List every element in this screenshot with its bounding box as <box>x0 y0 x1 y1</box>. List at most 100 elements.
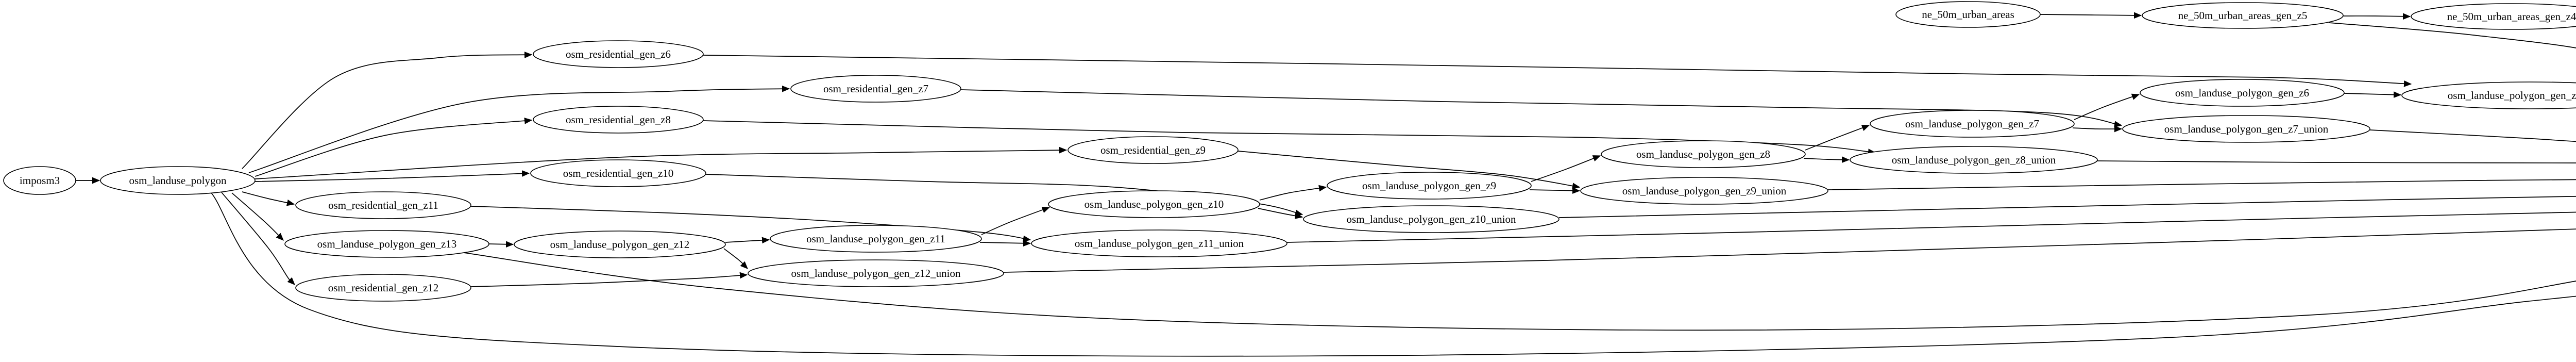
node-label-osm_landuse_polygon: osm_landuse_polygon <box>129 174 227 187</box>
node-shape-osm_residential_gen_z10 <box>530 159 706 187</box>
edge-osm_landuse_polygon_gen_z13-to-layer_landuse.z13 <box>463 252 2576 331</box>
node-imposm3: imposm3 <box>3 166 76 195</box>
node-osm_landuse_polygon_gen_z12: osm_landuse_polygon_gen_z12 <box>514 231 726 258</box>
node-label-osm_landuse_polygon_gen_z12: osm_landuse_polygon_gen_z12 <box>550 238 690 251</box>
node-shape-imposm3 <box>3 166 76 195</box>
node-label-osm_residential_gen_z9: osm_residential_gen_z9 <box>1100 144 1206 156</box>
node-osm_residential_gen_z9: osm_residential_gen_z9 <box>1067 136 1239 164</box>
node-label-osm_residential_gen_z6: osm_residential_gen_z6 <box>566 48 671 60</box>
edge-ne_50m_urban_areas_gen_z5-to-layer_landuse.z5 <box>2328 22 2576 48</box>
node-label-osm_landuse_polygon_gen_z6_union: osm_landuse_polygon_gen_z6_union <box>2448 89 2576 102</box>
edge-osm_landuse_polygon_gen_z12-to-osm_landuse_polygon_gen_z12_union <box>723 248 748 269</box>
node-osm_landuse_polygon_gen_z10: osm_landuse_polygon_gen_z10 <box>1048 190 1260 218</box>
node-label-osm_landuse_polygon_gen_z10_union: osm_landuse_polygon_gen_z10_union <box>1347 213 1516 225</box>
node-label-osm_residential_gen_z10: osm_residential_gen_z10 <box>563 167 674 179</box>
node-label-osm_residential_gen_z11: osm_residential_gen_z11 <box>328 199 438 211</box>
edge-osm_landuse_polygon-to-osm_landuse_polygon_gen_z13 <box>231 192 284 241</box>
edge-osm_landuse_polygon_gen_z7_union-to-layer_landuse.z7 <box>2369 129 2576 142</box>
node-shape-ne_50m_urban_areas_gen_z4 <box>2411 3 2576 30</box>
edge-osm_landuse_polygon-to-osm_residential_gen_z12 <box>221 192 295 285</box>
edge-osm_landuse_polygon_gen_z7-to-osm_landuse_polygon_gen_z7_union <box>2072 125 2123 133</box>
edge-osm_landuse_polygon_gen_z11-to-osm_landuse_polygon_gen_z10 <box>981 206 1050 235</box>
node-osm_landuse_polygon_gen_z6: osm_landuse_polygon_gen_z6 <box>2140 79 2345 107</box>
node-label-osm_landuse_polygon_gen_z10: osm_landuse_polygon_gen_z10 <box>1084 198 1224 210</box>
edge-osm_landuse_polygon_gen_z11-to-osm_landuse_polygon_gen_z11_union <box>979 240 1031 247</box>
node-shape-osm_residential_gen_z9 <box>1067 136 1239 164</box>
node-label-osm_landuse_polygon_gen_z9: osm_landuse_polygon_gen_z9 <box>1362 179 1496 192</box>
node-osm_residential_gen_z8: osm_residential_gen_z8 <box>533 106 704 134</box>
node-shape-osm_landuse_polygon <box>100 166 256 195</box>
node-osm_landuse_polygon_gen_z8_union: osm_landuse_polygon_gen_z8_union <box>1850 146 2098 174</box>
edge-osm_landuse_polygon-to-osm_residential_gen_z7 <box>248 85 790 173</box>
edge-osm_landuse_polygon_gen_z7-to-osm_landuse_polygon_gen_z6 <box>2074 93 2140 120</box>
edge-osm_landuse_polygon_gen_z9-to-osm_landuse_polygon_gen_z9_union <box>1529 187 1581 194</box>
node-shape-osm_residential_gen_z8 <box>533 106 704 134</box>
node-label-imposm3: imposm3 <box>20 174 60 187</box>
node-shape-osm_landuse_polygon_gen_z8_union <box>1850 146 2098 174</box>
node-shape-osm_landuse_polygon_gen_z11 <box>770 225 982 253</box>
edge-osm_landuse_polygon-to-osm_residential_gen_z11 <box>242 191 295 206</box>
node-ne_50m_urban_areas: ne_50m_urban_areas <box>1895 1 2041 28</box>
node-shape-osm_residential_gen_z12 <box>295 274 471 302</box>
edge-osm_residential_gen_z11-to-osm_landuse_polygon_gen_z11_union <box>470 206 1031 242</box>
edge-osm_landuse_polygon_gen_z11_union-to-layer_landuse.z11 <box>1286 211 2576 243</box>
edge-osm_landuse_polygon_gen_z9_union-to-layer_landuse.z9 <box>1827 179 2576 190</box>
node-label-osm_landuse_polygon_gen_z13: osm_landuse_polygon_gen_z13 <box>317 238 457 250</box>
node-osm_landuse_polygon_gen_z10_union: osm_landuse_polygon_gen_z10_union <box>1303 205 1560 233</box>
node-shape-osm_landuse_polygon_gen_z9_union <box>1580 177 1828 205</box>
node-shape-ne_50m_urban_areas_gen_z5 <box>2142 2 2344 29</box>
edge-osm_landuse_polygon_gen_z10-to-osm_landuse_polygon_gen_z9 <box>1259 185 1327 201</box>
node-label-osm_landuse_polygon_gen_z9_union: osm_landuse_polygon_gen_z9_union <box>1622 185 1787 197</box>
node-shape-osm_landuse_polygon_gen_z6_union <box>2401 81 2576 109</box>
edge-osm_landuse_polygon_gen_z9-to-osm_landuse_polygon_gen_z8 <box>1531 155 1601 182</box>
node-osm_landuse_polygon_gen_z9: osm_landuse_polygon_gen_z9 <box>1327 172 1532 200</box>
node-label-osm_landuse_polygon_gen_z12_union: osm_landuse_polygon_gen_z12_union <box>791 267 961 279</box>
node-shape-osm_landuse_polygon_gen_z11_union <box>1031 229 1287 257</box>
node-osm_landuse_polygon_gen_z11: osm_landuse_polygon_gen_z11 <box>770 225 982 253</box>
edge-osm_residential_gen_z7-to-osm_landuse_polygon_gen_z7_union <box>960 89 2123 128</box>
node-osm_residential_gen_z11: osm_residential_gen_z11 <box>295 191 471 219</box>
edge-osm_residential_gen_z9-to-osm_landuse_polygon_gen_z9_union <box>1238 151 1581 190</box>
node-shape-ne_50m_urban_areas <box>1895 1 2041 28</box>
node-osm_residential_gen_z12: osm_residential_gen_z12 <box>295 274 471 302</box>
node-osm_landuse_polygon_gen_z13: osm_landuse_polygon_gen_z13 <box>284 230 489 258</box>
edges-layer <box>76 12 2576 357</box>
node-shape-osm_landuse_polygon_gen_z10_union <box>1303 205 1560 233</box>
node-osm_landuse_polygon_gen_z7_union: osm_landuse_polygon_gen_z7_union <box>2122 115 2370 143</box>
edge-osm_landuse_polygon-to-osm_residential_gen_z9 <box>255 146 1067 179</box>
node-shape-osm_landuse_polygon_gen_z12 <box>514 231 726 258</box>
node-osm_landuse_polygon_gen_z11_union: osm_landuse_polygon_gen_z11_union <box>1031 229 1287 257</box>
node-shape-osm_residential_gen_z7 <box>790 75 961 103</box>
edge-osm_landuse_polygon_gen_z10_union-to-layer_landuse.z10 <box>1558 195 2576 218</box>
node-label-osm_residential_gen_z8: osm_residential_gen_z8 <box>566 113 671 126</box>
node-label-osm_landuse_polygon_gen_z6: osm_landuse_polygon_gen_z6 <box>2175 87 2309 99</box>
node-label-osm_landuse_polygon_gen_z8_union: osm_landuse_polygon_gen_z8_union <box>1892 154 2056 166</box>
node-osm_landuse_polygon_gen_z9_union: osm_landuse_polygon_gen_z9_union <box>1580 177 1828 205</box>
node-ne_50m_urban_areas_gen_z5: ne_50m_urban_areas_gen_z5 <box>2142 2 2344 29</box>
node-ne_50m_urban_areas_gen_z4: ne_50m_urban_areas_gen_z4 <box>2411 3 2576 30</box>
edge-osm_landuse_polygon_gen_z8-to-osm_landuse_polygon_gen_z8_union <box>1803 156 1850 163</box>
node-osm_landuse_polygon: osm_landuse_polygon <box>100 166 256 195</box>
edge-osm_landuse_polygon-to-layer_landuse.z14+ <box>211 192 2576 357</box>
node-shape-osm_landuse_polygon_gen_z13 <box>284 230 489 258</box>
node-label-osm_residential_gen_z12: osm_residential_gen_z12 <box>328 282 439 294</box>
node-osm_landuse_polygon_gen_z6_union: osm_landuse_polygon_gen_z6_union <box>2401 81 2576 109</box>
edge-osm_landuse_polygon_gen_z6-to-osm_landuse_polygon_gen_z6_union <box>2344 91 2402 98</box>
edge-osm_landuse_polygon_gen_z8_union-to-layer_landuse.z8 <box>2097 160 2576 163</box>
edge-osm_residential_gen_z6-to-osm_landuse_polygon_gen_z6_union <box>703 55 2412 87</box>
node-label-osm_landuse_polygon_gen_z11_union: osm_landuse_polygon_gen_z11_union <box>1075 237 1244 250</box>
edge-ne_50m_urban_areas_gen_z5-to-ne_50m_urban_areas_gen_z4 <box>2343 13 2411 20</box>
node-shape-osm_landuse_polygon_gen_z8 <box>1601 140 1806 168</box>
node-label-osm_landuse_polygon_gen_z8: osm_landuse_polygon_gen_z8 <box>1636 148 1770 160</box>
edge-osm_residential_gen_z12-to-osm_landuse_polygon_gen_z12_union <box>470 272 748 287</box>
node-shape-osm_landuse_polygon_gen_z7_union <box>2122 115 2370 143</box>
node-shape-osm_landuse_polygon_gen_z12_union <box>748 259 1004 287</box>
node-shape-osm_residential_gen_z6 <box>533 40 704 68</box>
edge-osm_landuse_polygon-to-osm_residential_gen_z6 <box>242 52 533 169</box>
node-label-ne_50m_urban_areas_gen_z5: ne_50m_urban_areas_gen_z5 <box>2178 9 2308 22</box>
edge-osm_landuse_polygon_gen_z12-to-osm_landuse_polygon_gen_z11 <box>725 237 770 244</box>
node-shape-osm_landuse_polygon_gen_z6 <box>2140 79 2345 107</box>
node-shape-osm_landuse_polygon_gen_z10 <box>1048 190 1260 218</box>
node-osm_residential_gen_z10: osm_residential_gen_z10 <box>530 159 706 187</box>
node-label-osm_landuse_polygon_gen_z7: osm_landuse_polygon_gen_z7 <box>1905 118 2039 130</box>
